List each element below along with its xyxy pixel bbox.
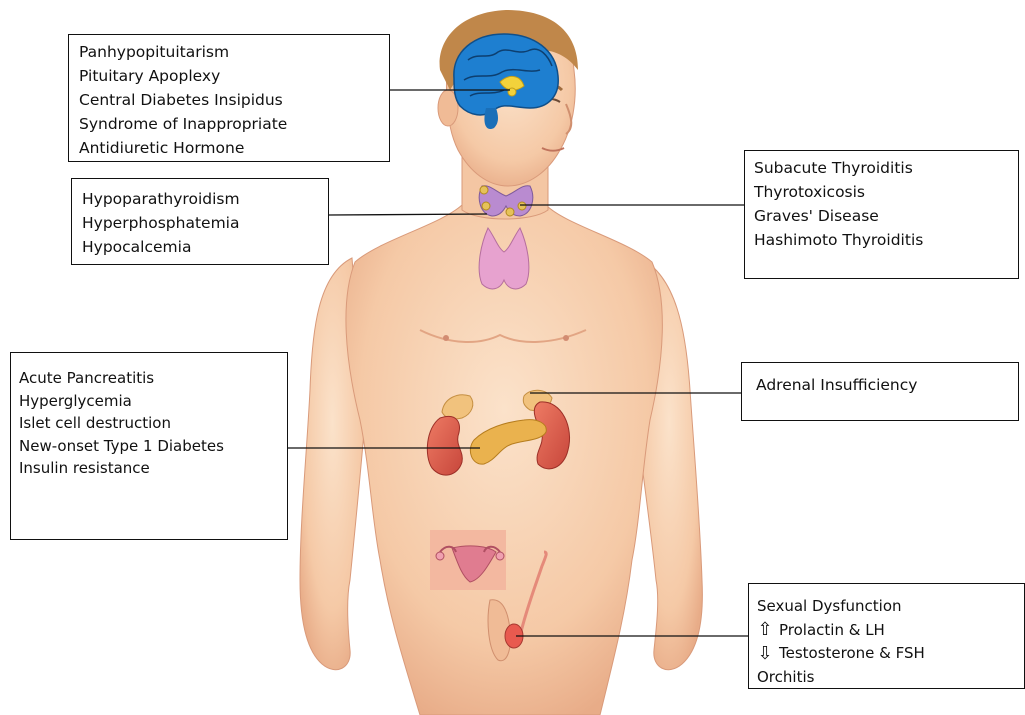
pancreas-item-5: Insulin resistance: [19, 457, 279, 480]
gonads-down-label: Testosterone & FSH: [779, 642, 925, 666]
pancreas-item-3: Islet cell destruction: [19, 412, 279, 435]
thyroid-item-3: Graves' Disease: [754, 204, 1009, 228]
thyroid-disorders-box: Subacute Thyroiditis Thyrotoxicosis Grav…: [744, 150, 1019, 279]
pancreas-item-4: New-onset Type 1 Diabetes: [19, 435, 279, 458]
left-nipple: [443, 335, 449, 341]
pituitary-item-3: Central Diabetes Insipidus: [79, 88, 379, 112]
adrenal-item-1: Adrenal Insufficiency: [756, 373, 1004, 397]
thyroid-item-1: Subacute Thyroiditis: [754, 156, 1009, 180]
parathyroid-4: [506, 208, 514, 216]
pituitary-item-2: Pituitary Apoplexy: [79, 64, 379, 88]
gonadal-disorders-box: Sexual Dysfunction ⇧ Prolactin & LH ⇩ Te…: [748, 583, 1025, 689]
pituitary-item-4: Syndrome of Inappropriate: [79, 112, 379, 136]
parathyroid-disorders-box: Hypoparathyroidism Hyperphosphatemia Hyp…: [71, 178, 329, 265]
pituitary-item-5: Antidiuretic Hormone: [79, 136, 379, 160]
brain: [454, 34, 558, 115]
pituitary-item-1: Panhypopituitarism: [79, 40, 379, 64]
ovary-left: [436, 552, 444, 560]
right-nipple: [563, 335, 569, 341]
gonads-title: Sexual Dysfunction: [757, 595, 1016, 619]
gonads-up-row: ⇧ Prolactin & LH: [757, 619, 1016, 643]
gonads-last-item: Orchitis: [757, 666, 1016, 690]
thyroid-item-4: Hashimoto Thyroiditis: [754, 228, 1009, 252]
parathyroid-item-1: Hypoparathyroidism: [82, 187, 318, 211]
pituitary-disorders-box: Panhypopituitarism Pituitary Apoplexy Ce…: [68, 34, 390, 162]
pancreas-disorders-box: Acute Pancreatitis Hyperglycemia Islet c…: [10, 352, 288, 540]
thyroid-item-2: Thyrotoxicosis: [754, 180, 1009, 204]
down-arrow-icon: ⇩: [757, 644, 773, 664]
parathyroid-2: [482, 202, 490, 210]
ovary-right: [496, 552, 504, 560]
gonads-up-label: Prolactin & LH: [779, 619, 885, 643]
parathyroid-3: [518, 202, 526, 210]
parathyroid-1: [480, 186, 488, 194]
parathyroid-item-3: Hypocalcemia: [82, 235, 318, 259]
parathyroid-item-2: Hyperphosphatemia: [82, 211, 318, 235]
gonads-down-row: ⇩ Testosterone & FSH: [757, 642, 1016, 666]
up-arrow-icon: ⇧: [757, 620, 773, 640]
pituitary-gland: [508, 88, 516, 96]
pancreas-item-1: Acute Pancreatitis: [19, 367, 279, 390]
pancreas-item-2: Hyperglycemia: [19, 390, 279, 413]
adrenal-disorders-box: Adrenal Insufficiency: [741, 362, 1019, 421]
